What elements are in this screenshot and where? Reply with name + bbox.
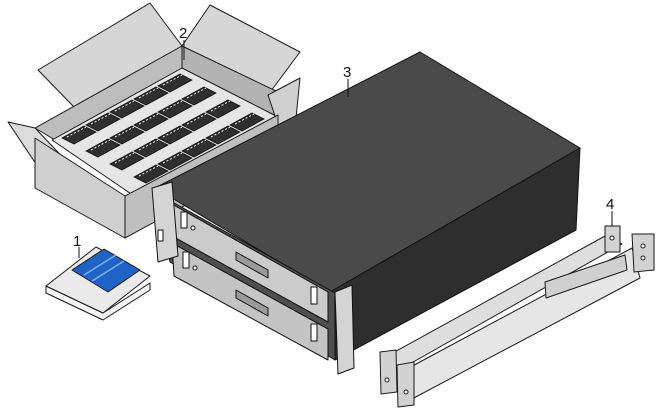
carton-drive-label [138,87,159,99]
documentation-booklet [45,246,151,321]
carton-drive-label [90,113,111,125]
rail-kit [379,225,655,408]
carton-drive-label [162,126,183,138]
callout-drive-carton: 2 [179,25,187,42]
rack-ear-left-tab [157,229,164,242]
carton-drive-label [114,100,135,112]
carton-drive-label [162,74,183,86]
rail-front-flange [396,361,415,408]
carton-drive [205,99,241,119]
rail-hole [403,389,409,395]
carton-drive-label [138,165,159,177]
carton-drive-label [114,152,135,164]
callout-leaders [78,40,613,258]
storage-enclosure [151,51,581,375]
carton-drive [133,164,169,184]
carton-drive-label [234,113,255,125]
carton-drive-label [186,139,207,151]
drive-bay-lower-screw [192,265,198,271]
carton-drive [133,138,169,158]
carton-drive-label [186,113,207,125]
carton-drive [85,138,121,158]
carton-drive-rows [61,73,265,184]
drive-bay-upper-vent [235,251,269,279]
rail-hole [384,377,390,383]
booklet-cover-art [71,248,141,293]
carton-drive [181,86,217,106]
carton-drive-label [210,100,231,112]
rail-rear-flange [379,349,398,395]
carton-drive [109,151,145,171]
drive-bay-lower-latch [310,323,318,342]
drive-bay-lower-vent [235,289,269,317]
carton-drive [157,151,193,171]
rail-front-mount [631,233,655,273]
carton-drive [205,125,241,145]
carton-drive [157,125,193,145]
carton-drive [181,112,217,132]
drive-bay-upper-handle [180,211,188,229]
carton-drive [133,86,169,106]
rail-front-slot [544,254,628,299]
carton-drive-label [162,152,183,164]
callout-rail-kit: 4 [606,196,614,213]
carton-drive [157,99,193,119]
callout-enclosure: 3 [343,64,351,81]
carton-drive-label [186,87,207,99]
booklet-cover-line [83,254,117,276]
carton-drive [133,112,169,132]
carton-drive-label [114,126,135,138]
rack-ear-left [151,181,179,263]
carton-drive-label [66,126,87,138]
rack-ear-right [334,284,355,375]
drive-bay-upper-latch [310,286,318,305]
booklet-cover-line [91,260,125,282]
carton-drive-label [90,139,111,151]
carton-drive [229,112,265,132]
rail-hole [640,243,646,249]
carton-drive-label [162,100,183,112]
carton-drive [109,99,145,119]
rail-hole [609,235,615,241]
carton-drive [157,73,193,93]
carton-drive [109,125,145,145]
carton-drive-label [138,113,159,125]
drive-bay-lower-handle [182,251,190,269]
carton-drive [85,112,121,132]
callout-documentation: 1 [73,233,81,250]
carton-drive-label [210,126,231,138]
drive-bay-upper-screw [190,225,196,231]
carton-drive [181,138,217,158]
carton-drive-label [138,139,159,151]
carton-drive [61,125,97,145]
rail-hole [640,255,646,261]
